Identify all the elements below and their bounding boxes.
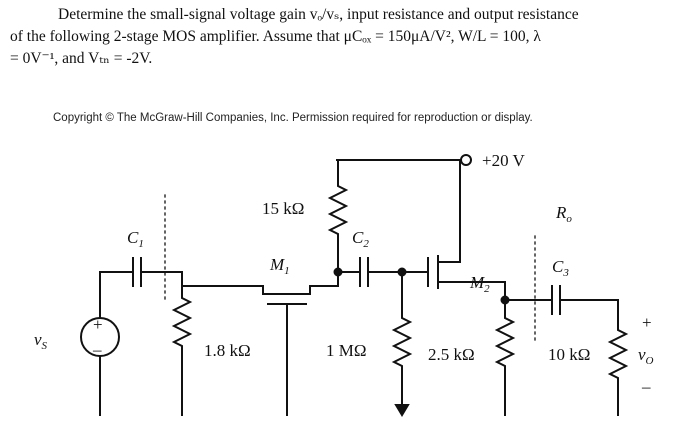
m2-label: M2 [469, 273, 490, 295]
output-label: vO [638, 345, 654, 367]
capacitor-c1: C1 [127, 194, 183, 301]
transistor-m2: M2 [401, 159, 506, 295]
ground-arrow [394, 404, 410, 417]
problem-line-3: = 0V⁻¹, and Vₜₙ = -2V. [10, 50, 153, 67]
problem-line-2: of the following 2-stage MOS amplifier. … [10, 28, 541, 45]
ro-label: Ro [555, 203, 572, 225]
output-minus-sign: – [641, 377, 651, 396]
signal-source: + – vS [34, 271, 134, 416]
output-terminals: + vO – [638, 313, 654, 396]
copyright-notice: Copyright © The McGraw-Hill Companies, I… [53, 112, 533, 124]
source-minus-sign: – [92, 340, 102, 359]
supply-rail: +20 V [336, 151, 526, 170]
resistor-1-8k: 1.8 kΩ [171, 271, 251, 416]
c3-label: C3 [552, 257, 569, 279]
source-label: vS [34, 330, 48, 352]
resistor-2-5k: 2.5 kΩ [428, 281, 516, 416]
resistor-15k: 15 kΩ [262, 159, 349, 287]
r-gate2-label: 1 MΩ [326, 341, 367, 360]
r-load-label: 10 kΩ [548, 345, 590, 364]
r-source2-label: 2.5 kΩ [428, 345, 475, 364]
r-drain1-label: 15 kΩ [262, 199, 304, 218]
capacitor-c2: C2 [333, 228, 403, 287]
capacitor-c3: C3 Ro [504, 203, 619, 341]
r-bias-label: 1.8 kΩ [204, 341, 251, 360]
resistor-1m: 1 MΩ [326, 267, 413, 417]
problem-statement: Determine the small-signal voltage gain … [10, 4, 694, 70]
output-plus-sign: + [642, 313, 652, 332]
transistor-m1: M1 [181, 255, 339, 416]
source-plus-sign: + [93, 315, 103, 334]
node-drain1 [333, 267, 343, 277]
resistor-10k: 10 kΩ [548, 299, 629, 416]
m1-label: M1 [269, 255, 290, 277]
c2-label: C2 [352, 228, 369, 250]
problem-line-1: Determine the small-signal voltage gain … [58, 6, 579, 23]
supply-terminal [460, 154, 472, 166]
c1-label: C1 [127, 228, 144, 250]
supply-label: +20 V [482, 151, 526, 170]
